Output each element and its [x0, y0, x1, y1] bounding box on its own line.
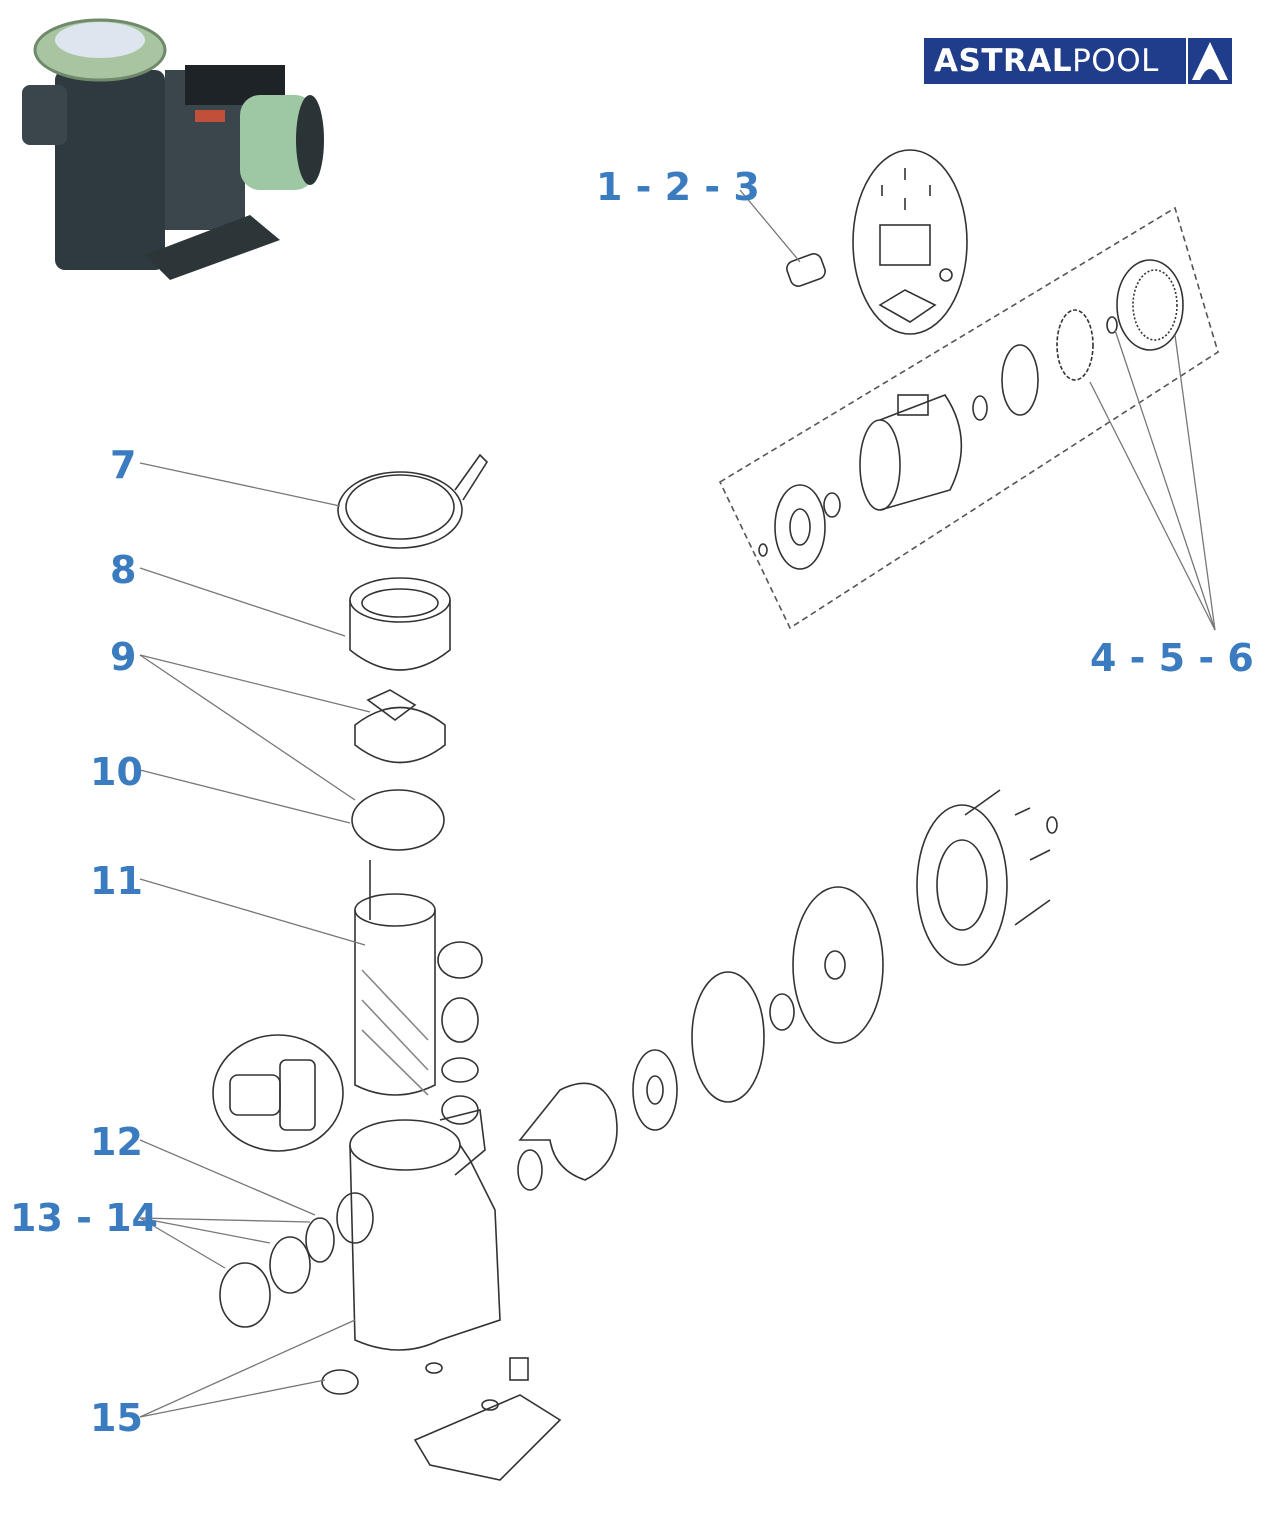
union-14 — [219, 1262, 271, 1328]
capacitor — [786, 253, 826, 287]
logo-triangle-icon — [1186, 38, 1232, 84]
impeller — [632, 1049, 678, 1131]
union-fittings — [437, 941, 483, 1125]
part-label-8: 8 — [110, 548, 137, 592]
pump-body — [336, 1109, 501, 1351]
motor-body — [758, 259, 1184, 570]
terminal-box-inset — [852, 149, 968, 335]
diffuser — [517, 1082, 618, 1191]
motor-dashed-frame — [718, 206, 1219, 630]
lid — [354, 689, 446, 764]
astralpool-logo: ASTRALPOOL — [924, 38, 1232, 84]
adapter-inset — [212, 1034, 344, 1152]
strainer-cover-ring — [337, 453, 489, 549]
part-label-15: 15 — [90, 1396, 143, 1440]
pump-base — [321, 1357, 562, 1481]
mechanical-seal — [769, 993, 795, 1031]
housing-o-ring — [691, 971, 765, 1103]
part-label-4-5-6: 4 - 5 - 6 — [1090, 636, 1254, 680]
strainer-basket — [354, 860, 436, 1096]
part-label-10: 10 — [90, 750, 143, 794]
leader-lines — [139, 189, 1216, 1418]
part-label-9: 9 — [110, 635, 137, 679]
part-label-11: 11 — [90, 859, 143, 903]
seal-plate — [792, 886, 884, 1044]
motor-bracket — [916, 789, 1058, 966]
part-label-12: 12 — [90, 1120, 143, 1164]
part-label-1-2-3: 1 - 2 - 3 — [596, 165, 760, 209]
part-label-13-14: 13 - 14 — [10, 1196, 158, 1240]
union-13 — [269, 1236, 311, 1294]
pump-photo — [22, 18, 324, 280]
lid-o-ring — [351, 789, 445, 851]
part-label-7: 7 — [110, 443, 137, 487]
lid-nut — [349, 577, 451, 671]
logo-text: ASTRALPOOL — [934, 43, 1159, 79]
o-ring-12 — [305, 1217, 335, 1263]
